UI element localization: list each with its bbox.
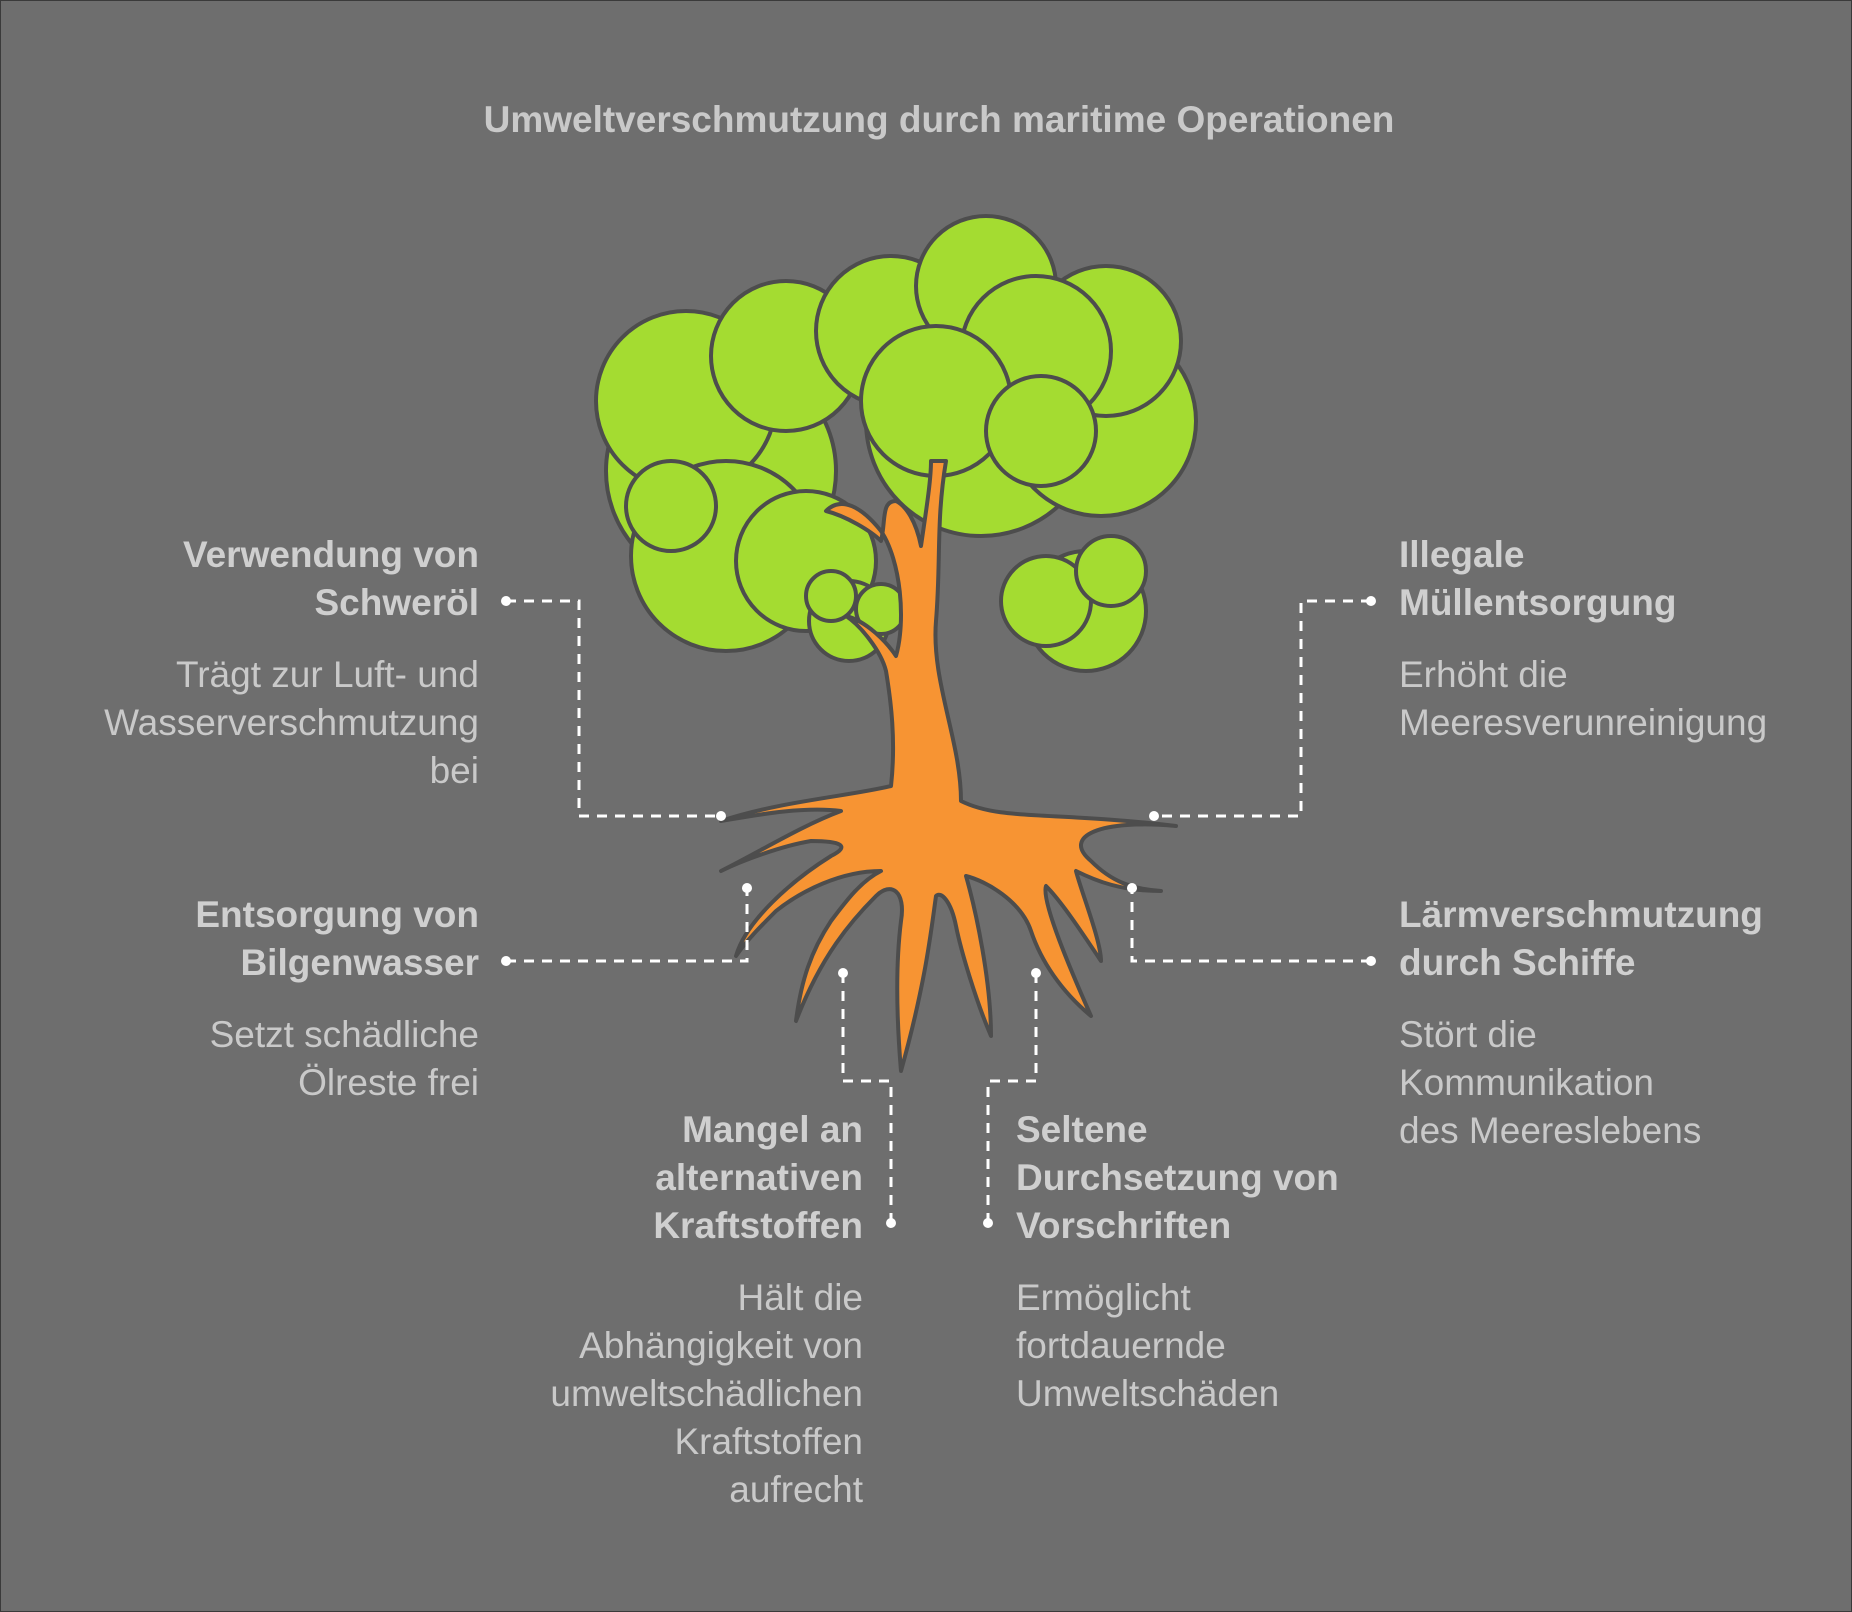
connector-kraftstoffen [841, 973, 893, 1223]
connector-laerm [1130, 888, 1371, 963]
connectors [506, 599, 1371, 1223]
tree-foliage [594, 214, 1198, 673]
connector-vorschriften [986, 973, 1038, 1223]
connector-muell [1154, 599, 1371, 818]
connector-dots [501, 596, 1376, 1228]
diagram-title: Umweltverschmutzung durch maritime Opera… [483, 99, 1395, 140]
connector-schweroel [506, 599, 721, 818]
tree-trunk-roots [719, 459, 1178, 1073]
connector-bilgenwasser [506, 888, 749, 963]
